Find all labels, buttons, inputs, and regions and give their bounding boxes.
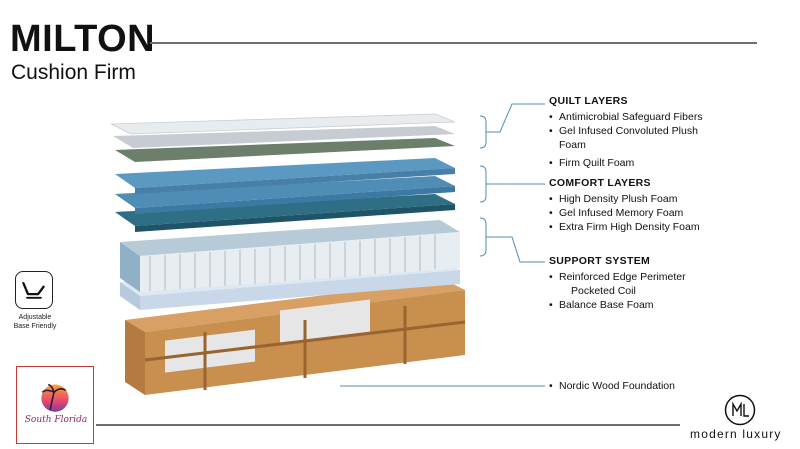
product-title: MILTON <box>10 18 156 60</box>
support-item-1-cont: Pocketed Coil <box>571 284 636 297</box>
footer-divider <box>96 424 680 426</box>
pocketed-coil-graphic <box>120 220 460 292</box>
gel-memory-foam-graphic <box>115 176 455 208</box>
quilt-item-1: Antimicrobial Safeguard Fibers <box>549 110 703 124</box>
support-item-2: Balance Base Foam <box>549 298 686 312</box>
foundation-item: Nordic Wood Foundation <box>549 379 675 393</box>
title-divider <box>150 42 757 44</box>
high-density-plush-foam-graphic <box>115 158 455 188</box>
dealer-logo-text: South Florida <box>24 415 88 425</box>
quilt-item-2-cont: Foam <box>559 138 586 151</box>
firm-quilt-foam-graphic <box>115 138 455 162</box>
mattress-layers-illustration <box>110 113 466 395</box>
brand-name: modern luxury <box>690 427 782 441</box>
dealer-logo: South Florida <box>16 366 94 444</box>
comfort-layers-callout: COMFORT LAYERS High Density Plush Foam G… <box>549 178 700 234</box>
quilt-item-3: Firm Quilt Foam <box>549 156 703 170</box>
support-item-1: Reinforced Edge Perimeter <box>549 270 686 284</box>
convoluted-foam-graphic <box>113 126 455 148</box>
adjustable-bed-icon <box>15 271 53 309</box>
comfort-layers-heading: COMFORT LAYERS <box>549 177 651 189</box>
foundation-callout: Nordic Wood Foundation <box>549 379 675 393</box>
quilt-layers-heading: QUILT LAYERS <box>549 95 628 107</box>
support-system-heading: SUPPORT SYSTEM <box>549 255 651 267</box>
ml-monogram-icon <box>724 394 756 426</box>
adjustable-base-label: Adjustable Base Friendly <box>13 314 57 330</box>
comfort-item-2: Gel Infused Memory Foam <box>549 206 700 220</box>
extra-firm-foam-graphic <box>115 194 455 226</box>
support-system-callout: SUPPORT SYSTEM Reinforced Edge Perimeter… <box>549 256 686 312</box>
quilt-item-2: Gel Infused Convoluted Plush <box>549 124 703 138</box>
wood-foundation-graphic <box>125 280 466 395</box>
comfort-item-1: High Density Plush Foam <box>549 192 700 206</box>
safeguard-fibers-graphic <box>110 113 456 135</box>
sunset-palm-icon <box>41 383 69 412</box>
quilt-layers-callout: QUILT LAYERS Antimicrobial Safeguard Fib… <box>549 96 703 170</box>
comfort-item-3: Extra Firm High Density Foam <box>549 220 700 234</box>
product-subtitle: Cushion Firm <box>11 61 136 84</box>
